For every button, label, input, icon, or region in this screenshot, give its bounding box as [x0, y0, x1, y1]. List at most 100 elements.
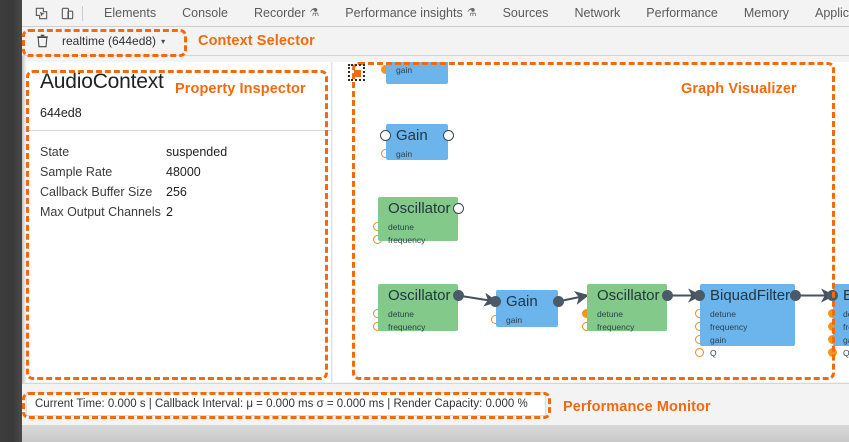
tab-console[interactable]: Console: [169, 0, 241, 27]
annotation-label-property-inspector: Property Inspector: [175, 81, 306, 97]
tab-performance[interactable]: Performance: [633, 0, 731, 27]
audio-node-input-port[interactable]: [827, 290, 838, 301]
device-toolbar-icon[interactable]: [54, 1, 80, 25]
audio-param-port-q[interactable]: [695, 348, 704, 357]
performance-monitor-bar: Current Time: 0.000 s | Callback Interva…: [26, 392, 546, 416]
audio-param-label: gain: [843, 335, 849, 345]
tab-elements[interactable]: Elements: [91, 0, 169, 27]
audio-param-label: detune: [843, 309, 849, 319]
audio-node-title: Oscillator: [388, 287, 451, 304]
audio-node-params: gain: [506, 314, 522, 327]
tab-label: Console: [182, 5, 228, 20]
tab-performance-insights[interactable]: Performance insights⚗: [332, 0, 489, 27]
audio-param-label: frequency: [843, 322, 849, 332]
audio-param-label: Q: [843, 348, 849, 358]
property-key: Sample Rate: [40, 165, 113, 179]
tab-sources[interactable]: Sources: [490, 0, 562, 27]
audio-param-label: frequency: [597, 322, 635, 332]
chevron-down-icon: ▾: [161, 37, 166, 46]
tab-label: Applicatio: [815, 5, 849, 20]
devtools-tool-icons: [22, 0, 91, 26]
audio-param-label: detune: [388, 222, 414, 232]
audio-node-output-port[interactable]: [790, 290, 801, 301]
table-row: Sample Rate 48000: [40, 162, 227, 182]
audio-param-label: Q: [710, 348, 717, 358]
tab-label: Memory: [743, 5, 789, 20]
context-selector-value: realtime (644ed8): [62, 34, 157, 48]
context-selector-dropdown[interactable]: realtime (644ed8) ▾: [58, 32, 169, 50]
audio-node-title: BiquadFilter: [843, 287, 849, 304]
annotation-label-context-selector: Context Selector: [198, 33, 315, 49]
audio-node-input-port[interactable]: [694, 290, 705, 301]
audio-node-input-port[interactable]: [490, 296, 501, 307]
tab-label: Network: [574, 5, 621, 20]
audio-node-output-port[interactable]: [662, 290, 673, 301]
audio-node-input-port[interactable]: [380, 130, 391, 141]
audio-node-params: gain: [396, 64, 412, 77]
page-title: AudioContext: [40, 70, 164, 93]
audio-graph-edge: [457, 292, 499, 307]
drag-handle-marker[interactable]: [348, 64, 365, 81]
inspect-element-icon[interactable]: [28, 1, 54, 25]
tab-memory[interactable]: Memory: [731, 0, 802, 27]
audio-node-output-port[interactable]: [453, 290, 464, 301]
audio-param-label: gain: [396, 65, 413, 75]
webaudio-context-toolbar: realtime (644ed8) ▾: [22, 27, 849, 56]
tab-label: Elements: [104, 5, 157, 20]
audio-graph-canvas[interactable]: GaingainGaingainOscillatordetunefrequenc…: [333, 62, 849, 382]
tab-label: Sources: [502, 5, 549, 20]
audio-node-params: detune frequency: [388, 308, 425, 334]
tab-network[interactable]: Network: [561, 0, 633, 27]
audio-param-label: detune: [388, 309, 414, 319]
property-value: 256: [166, 185, 187, 199]
tab-label: Performance: [646, 5, 718, 20]
property-value: 48000: [166, 165, 201, 179]
audio-node-oscillator[interactable]: Oscillator detune frequency: [378, 284, 458, 334]
property-value: 2: [166, 205, 173, 219]
window-bottom-edge: [22, 425, 849, 442]
audio-node-output-port[interactable]: [553, 296, 564, 307]
property-key: State: [40, 145, 70, 159]
experimental-flask-icon: ⚗: [466, 6, 477, 19]
audio-node-title: Oscillator: [388, 200, 451, 217]
audio-param-label: detune: [710, 309, 736, 319]
audio-node-output-port[interactable]: [453, 203, 464, 214]
audio-node-output-port[interactable]: [443, 130, 454, 141]
inspector-divider: [26, 130, 331, 131]
tab-applicatio[interactable]: Applicatio: [802, 0, 849, 27]
audio-param-label: gain: [396, 149, 413, 159]
audio-node-gain[interactable]: Gain gain: [496, 290, 558, 327]
tab-label: Performance insights: [345, 5, 463, 20]
performance-monitor-text: Current Time: 0.000 s | Callback Interva…: [35, 398, 528, 410]
graph-visualizer-pane[interactable]: GaingainGaingainOscillatordetunefrequenc…: [333, 62, 849, 382]
audio-node-title: Oscillator: [597, 287, 660, 304]
browser-left-rail: [0, 0, 22, 442]
audio-param-label: frequency: [388, 322, 426, 332]
audio-param-label: gain: [710, 335, 727, 345]
property-key: Max Output Channels: [40, 205, 161, 219]
property-value: suspended: [166, 145, 228, 159]
audio-param-port-q[interactable]: [828, 348, 837, 357]
table-row: Max Output Channels 2: [40, 202, 227, 222]
audio-node-title: Gain: [506, 293, 538, 310]
table-row: State suspended: [40, 142, 227, 162]
toolbar-divider: [82, 5, 83, 21]
trash-icon[interactable]: [30, 30, 54, 52]
audio-node-title: BiquadFilter: [710, 287, 791, 304]
annotation-label-performance-monitor: Performance Monitor: [563, 399, 711, 415]
tab-recorder[interactable]: Recorder⚗: [241, 0, 332, 27]
audio-param-label: frequency: [710, 322, 748, 332]
